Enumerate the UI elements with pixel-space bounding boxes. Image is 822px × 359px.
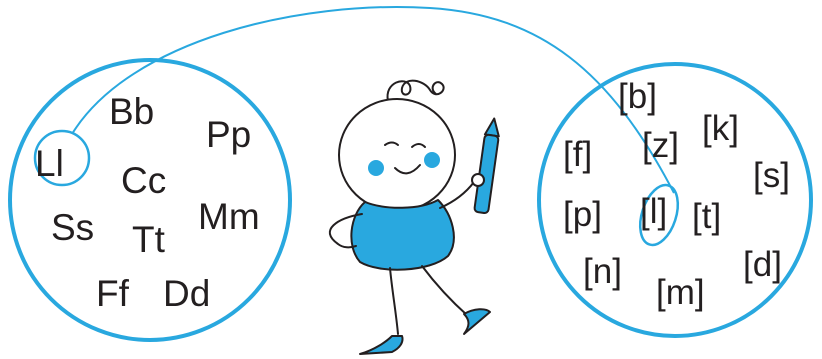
letter-item: Ss bbox=[51, 207, 94, 248]
letter-item: Tt bbox=[132, 219, 166, 260]
character-shoe-left bbox=[360, 336, 403, 354]
character-leg-right bbox=[422, 266, 468, 316]
sound-item: [t] bbox=[692, 197, 721, 236]
letter-item: Cc bbox=[121, 160, 166, 201]
letter-item: Mm bbox=[198, 196, 260, 237]
character-illustration bbox=[330, 81, 490, 354]
character-shoe-right bbox=[464, 309, 490, 334]
letter-item: Ll bbox=[35, 143, 64, 184]
sound-item: [z] bbox=[642, 126, 679, 165]
sound-item: [d] bbox=[743, 245, 782, 284]
sound-item: [m] bbox=[656, 273, 705, 312]
sound-item: [p] bbox=[563, 195, 602, 234]
sound-item: [k] bbox=[702, 109, 739, 148]
letter-item: Bb bbox=[109, 91, 154, 132]
sound-item: [l] bbox=[640, 192, 667, 231]
character-leg-left bbox=[390, 268, 398, 334]
letter-item: Dd bbox=[163, 273, 210, 314]
character-hand bbox=[472, 174, 484, 186]
character-body bbox=[351, 200, 453, 270]
character-hair bbox=[388, 81, 444, 101]
sound-item: [b] bbox=[618, 77, 657, 116]
sound-item: [f] bbox=[563, 135, 592, 174]
character-cheek bbox=[368, 160, 384, 176]
sound-item: [n] bbox=[583, 252, 622, 291]
character-cheek bbox=[424, 152, 440, 168]
pencil-icon bbox=[474, 118, 501, 214]
letter-item: Ff bbox=[96, 273, 130, 314]
sound-item: [s] bbox=[753, 156, 790, 195]
letter-item: Pp bbox=[206, 114, 251, 155]
